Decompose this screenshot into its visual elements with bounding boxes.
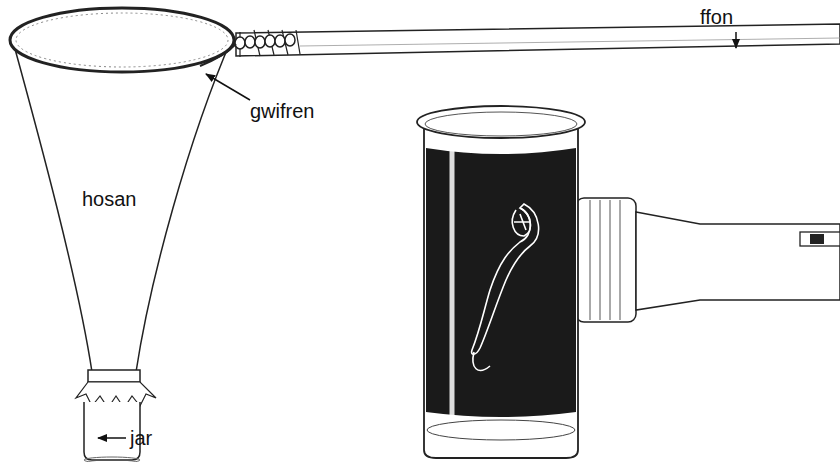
leader-arrow [98, 437, 126, 439]
large-jar [424, 128, 578, 458]
handle [236, 24, 840, 56]
plankton-animal [472, 204, 539, 370]
torch-head [576, 198, 636, 322]
torch-body [636, 212, 840, 310]
part-label: ffon [700, 6, 733, 28]
leader-arrow [206, 74, 250, 100]
part-label: jar [130, 427, 152, 449]
tape-binding [240, 30, 300, 57]
leader-arrow [735, 32, 737, 48]
part-label: gwifren [250, 100, 314, 122]
wire-rim [10, 8, 234, 72]
dark-water [426, 148, 576, 417]
part-label: hosan [82, 188, 137, 210]
wire-coil [235, 34, 295, 49]
net-sock [12, 38, 232, 372]
